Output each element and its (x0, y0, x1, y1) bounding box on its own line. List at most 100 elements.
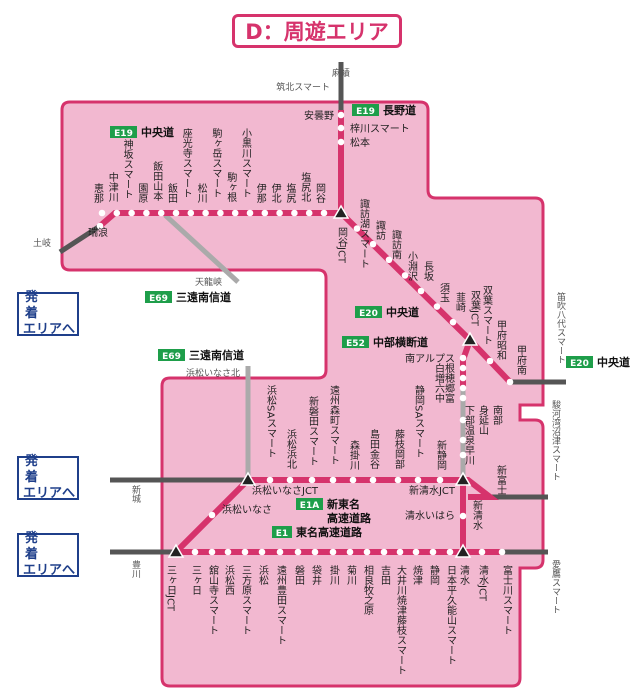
station-dot (96, 222, 104, 230)
station-dot (396, 548, 404, 556)
road-code-text: E19 (114, 129, 133, 139)
area-title: D：周遊エリア (232, 14, 402, 48)
station-label: 静岡SAスマート (413, 384, 425, 459)
road-code-badge (352, 104, 379, 116)
station-dot (113, 209, 121, 217)
station-label: 日本平久能山スマート (445, 565, 457, 665)
station-dot (187, 209, 195, 217)
station-label: 南部 (491, 404, 503, 426)
outside-label: 豊川 (130, 559, 141, 578)
station-label: 浜松西 (223, 565, 235, 595)
station-dot (369, 476, 377, 484)
station-label: 新清水 (471, 499, 483, 530)
road-name-text: 中央道 (141, 125, 174, 139)
station-dot (412, 548, 420, 556)
station-label: 塩尻 (284, 182, 296, 204)
station-label: 神坂スマート (121, 138, 133, 199)
station-dot (172, 209, 180, 217)
junction-marker (239, 471, 257, 486)
station-label: 座光寺スマート (180, 127, 192, 198)
station-label: 瑞浪 (88, 226, 108, 239)
road-code-badge (272, 526, 292, 538)
station-dot (385, 256, 393, 264)
station-dot (329, 548, 337, 556)
station-label: 飯田山本 (151, 160, 163, 202)
road-name-text: 中央道 (386, 305, 419, 319)
junction-label: 双葉JCT (469, 290, 481, 327)
station-label: 小淵沢 (406, 251, 418, 282)
station-dot (224, 548, 232, 556)
station-label: 諏訪南 (390, 229, 402, 260)
station-label: 南アルプス (405, 352, 455, 365)
station-label: 身延山 (477, 404, 489, 435)
station-dot (241, 548, 249, 556)
station-dot (478, 548, 486, 556)
station-label: 三ヶ日 (190, 565, 202, 595)
area-button-line2: エリアへ (23, 486, 76, 501)
station-label: 韮崎 (454, 292, 466, 312)
station-label: 塩尻北 (299, 171, 311, 202)
departure-area-button-south[interactable]: 発 着 エリアへ (17, 531, 79, 578)
station-dot (449, 318, 457, 326)
road-name-text: 高速道路 (327, 511, 372, 525)
station-dot (363, 548, 371, 556)
station-dot (308, 476, 316, 484)
station-dot (433, 303, 441, 310)
station-dot (459, 354, 467, 362)
station-dot (208, 511, 216, 519)
station-dot (202, 209, 209, 217)
station-dot (417, 287, 425, 295)
station-dot (459, 394, 467, 402)
station-label: 甲府昭和 (495, 320, 507, 361)
departure-area-button-north[interactable]: 発 着 エリアへ (17, 290, 79, 337)
station-label: 菊川 (345, 565, 357, 585)
station-label: 諏訪湖スマート (358, 197, 370, 268)
station-label: 中津川 (106, 171, 118, 202)
station-label: 新磐田スマート (307, 395, 319, 466)
outside-label: 駿河湾沼津スマート (550, 399, 561, 481)
station-dot (506, 378, 514, 386)
station-label: 浜松 (257, 565, 269, 586)
junction-marker (454, 471, 472, 486)
station-label: 増穂 (435, 372, 455, 385)
road-code-text: E19 (356, 107, 375, 117)
station-label: 松川 (195, 182, 207, 203)
station-dot (286, 476, 294, 484)
station-dot (446, 548, 454, 556)
outside-label: 浜松いなさ北 (186, 367, 240, 379)
station-label: 三方原スマート (240, 565, 252, 635)
station-dot (337, 124, 345, 132)
station-dot (498, 548, 506, 556)
station-label: 静岡 (428, 564, 440, 586)
station-dot (401, 272, 409, 279)
road-code-badge (110, 126, 137, 138)
road-code-text: E1A (300, 501, 319, 511)
station-dot (305, 209, 313, 217)
station-dot (346, 548, 354, 556)
road-name-text: 三遠南信道 (176, 290, 231, 304)
route-line (248, 477, 499, 500)
station-dot (217, 209, 224, 217)
junction-label: 浜松いなさJCT (252, 484, 319, 497)
sanen-north-gray-line (163, 213, 240, 284)
station-dot (311, 548, 319, 556)
station-dot (266, 476, 274, 484)
outside-label: 土岐 (33, 237, 51, 249)
station-label: 浜松浜北 (285, 429, 297, 469)
station-dot (436, 476, 444, 484)
station-dot (486, 357, 494, 365)
station-label: 園原 (136, 183, 148, 203)
junction-label: 新清水JCT (409, 484, 456, 497)
junction-label: 清水 (458, 564, 470, 585)
station-dot (294, 548, 302, 556)
departure-area-button-middle[interactable]: 発 着 エリアへ (17, 454, 79, 501)
junction-marker (167, 543, 185, 558)
station-dot (157, 209, 165, 217)
station-label: 伊北 (269, 183, 281, 203)
station-dot (414, 476, 422, 484)
station-label: 浜松いなさ (222, 503, 272, 516)
